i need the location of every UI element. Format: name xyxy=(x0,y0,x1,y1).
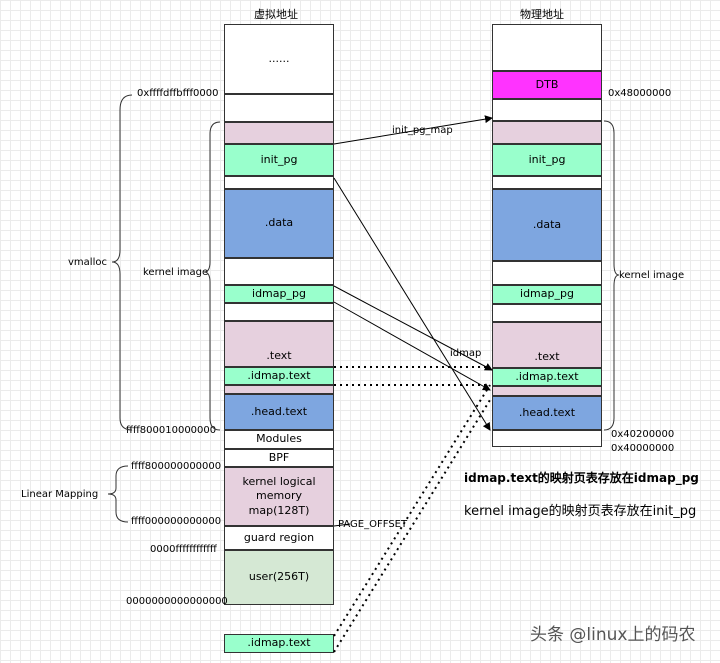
kernel-image-right-brace xyxy=(603,120,620,431)
physical-data-block: .data xyxy=(492,189,602,261)
physical-dtb-block: DTB xyxy=(492,71,602,99)
virtual-addr-linear-bottom: ffff000000000000 xyxy=(131,516,222,527)
physical-addr-48: 0x48000000 xyxy=(608,88,672,99)
linear-mapping-brace xyxy=(107,465,129,523)
virtual-guard-region-block: guard region xyxy=(224,526,334,550)
virtual-addr-zero: 0000000000000000 xyxy=(126,596,228,607)
virtual-gap-block xyxy=(224,94,334,122)
virtual-data-label: .data xyxy=(264,216,294,230)
kernel-image-left-label: kernel image xyxy=(143,267,209,278)
physical-text-label: .text xyxy=(534,349,560,363)
physical-init-pg-label: init_pg xyxy=(528,152,566,166)
kernel-image-left-brace xyxy=(203,121,221,431)
idmap-text-low-dotted-2 xyxy=(333,399,491,653)
physical-idmap-text-label: .idmap.text xyxy=(515,369,579,383)
virtual-guard-region-label: guard region xyxy=(243,530,315,544)
physical-gap-block xyxy=(492,99,602,121)
physical-idmap-text-block: .idmap.text xyxy=(492,368,602,386)
idmap-pg-arrow-1 xyxy=(333,285,493,371)
physical-data-label: .data xyxy=(532,217,562,231)
virtual-addr-top: 0xffffdffbfff0000 xyxy=(137,88,219,99)
virtual-head-text-label: .head.text xyxy=(250,404,308,418)
linear-mapping-label: Linear Mapping xyxy=(21,489,99,500)
physical-addr-402: 0x40200000 xyxy=(611,429,675,440)
vmalloc-brace xyxy=(111,94,133,431)
virtual-idmap-pg-block: idmap_pg xyxy=(224,285,334,303)
virtual-text-tail-block xyxy=(224,385,334,394)
virtual-user-label: user(256T) xyxy=(248,570,310,584)
physical-gap-block-3 xyxy=(492,261,602,285)
virtual-idmap-text-low-label: .idmap.text xyxy=(247,636,311,650)
idmap-text-low-dotted-1 xyxy=(333,384,491,637)
init-pg-to-phys-arrow xyxy=(333,177,491,431)
virtual-user-block: user(256T) xyxy=(224,550,334,605)
virtual-data-block: .data xyxy=(224,189,334,258)
virtual-init-pg-block: init_pg xyxy=(224,144,334,176)
idmap-label: idmap xyxy=(450,348,482,359)
virtual-kernel-logical-label: kernel logical memory map(128T) xyxy=(242,475,316,517)
virtual-text-block: .text xyxy=(224,321,334,367)
physical-idmap-pg-label: idmap_pg xyxy=(520,287,574,301)
virtual-addr-linear-top: ffff800000000000 xyxy=(131,461,222,472)
physical-head-text-label: .head.text xyxy=(518,405,576,419)
physical-idmap-pg-block: idmap_pg xyxy=(492,285,602,304)
virtual-addr-kimage-bottom: ffff800010000000 xyxy=(126,425,217,436)
page-offset-line xyxy=(333,523,351,527)
virtual-bpf-block: BPF xyxy=(224,449,334,467)
physical-dtb-label: DTB xyxy=(535,77,559,91)
virtual-modules-label: Modules xyxy=(256,432,302,446)
physical-kimage-head-block xyxy=(492,121,602,144)
virtual-idmap-text-block: .idmap.text xyxy=(224,367,334,385)
virtual-modules-block: Modules xyxy=(224,430,334,449)
virtual-ellipsis: ...... xyxy=(268,51,290,65)
physical-gap-block-4 xyxy=(492,304,602,322)
idmap-text-note: idmap.text的映射页表存放在idmap_pg xyxy=(464,471,699,485)
virtual-gap-block-3 xyxy=(224,258,334,285)
vmalloc-label: vmalloc xyxy=(68,257,107,268)
page-offset-label: PAGE_OFFSET xyxy=(338,519,408,530)
physical-init-pg-block: init_pg xyxy=(492,144,602,176)
virtual-text-label: .text xyxy=(266,348,292,362)
virtual-idmap-text-low-block: .idmap.text xyxy=(224,634,334,653)
virtual-kimage-head-block xyxy=(224,122,334,144)
kernel-image-note: kernel image的映射页表存放在init_pg xyxy=(464,504,697,519)
physical-address-title: 物理地址 xyxy=(520,8,564,21)
virtual-idmap-pg-label: idmap_pg xyxy=(252,286,306,300)
virtual-head-text-block: .head.text xyxy=(224,394,334,430)
kernel-image-right-label: kernel image xyxy=(619,270,685,281)
virtual-gap-block-2 xyxy=(224,176,334,189)
physical-top-block xyxy=(492,24,602,71)
virtual-address-title: 虚拟地址 xyxy=(254,8,298,21)
physical-gap-block-2 xyxy=(492,176,602,189)
virtual-gap-block-4 xyxy=(224,303,334,321)
virtual-init-pg-label: init_pg xyxy=(260,152,298,166)
init-pg-map-arrow xyxy=(333,115,493,145)
physical-text-tail-block xyxy=(492,386,602,396)
virtual-addr-guard: 0000ffffffffffff xyxy=(150,544,217,555)
watermark: 头条 @linux上的码农 xyxy=(530,625,696,645)
virtual-idmap-text-label: .idmap.text xyxy=(247,368,311,382)
physical-head-text-block: .head.text xyxy=(492,396,602,430)
physical-bottom-block xyxy=(492,430,602,447)
virtual-top-block: ...... xyxy=(224,24,334,94)
physical-addr-400: 0x40000000 xyxy=(611,443,675,454)
virtual-kernel-logical-block: kernel logical memory map(128T) xyxy=(224,467,334,526)
physical-text-block: .text xyxy=(492,322,602,368)
virtual-bpf-label: BPF xyxy=(268,450,290,464)
init-pg-map-label: init_pg_map xyxy=(392,125,453,136)
idmap-pg-arrow-2 xyxy=(333,301,491,391)
